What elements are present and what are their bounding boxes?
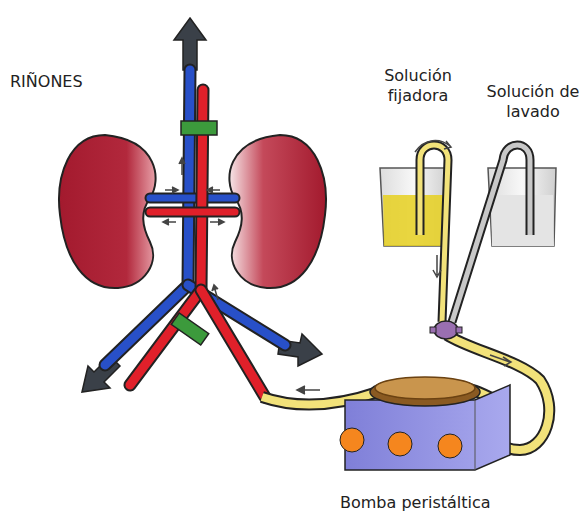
clamp — [181, 121, 217, 135]
left-kidney — [59, 135, 156, 288]
flow-mark — [490, 355, 511, 366]
peristaltic-pump — [340, 377, 510, 470]
fixative-beaker — [380, 168, 448, 246]
aorta-branch — [201, 290, 265, 397]
part-label: Solución de lavado — [484, 82, 582, 122]
renal-artery — [150, 207, 235, 218]
part-label: Bomba peristáltica — [340, 493, 491, 513]
three-way-valve — [430, 321, 462, 339]
renal-vein — [150, 193, 235, 204]
clamp — [171, 313, 209, 345]
fixative-line — [420, 145, 448, 322]
wash-line — [452, 145, 530, 322]
flow-marks — [163, 158, 320, 394]
outflow-arrow — [174, 18, 206, 70]
part-label: Solución fijadora — [368, 66, 468, 106]
flow-mark — [433, 255, 441, 277]
right-kidney — [229, 135, 326, 288]
part-label: RIÑONES — [10, 72, 83, 92]
flow-mark — [415, 141, 451, 152]
